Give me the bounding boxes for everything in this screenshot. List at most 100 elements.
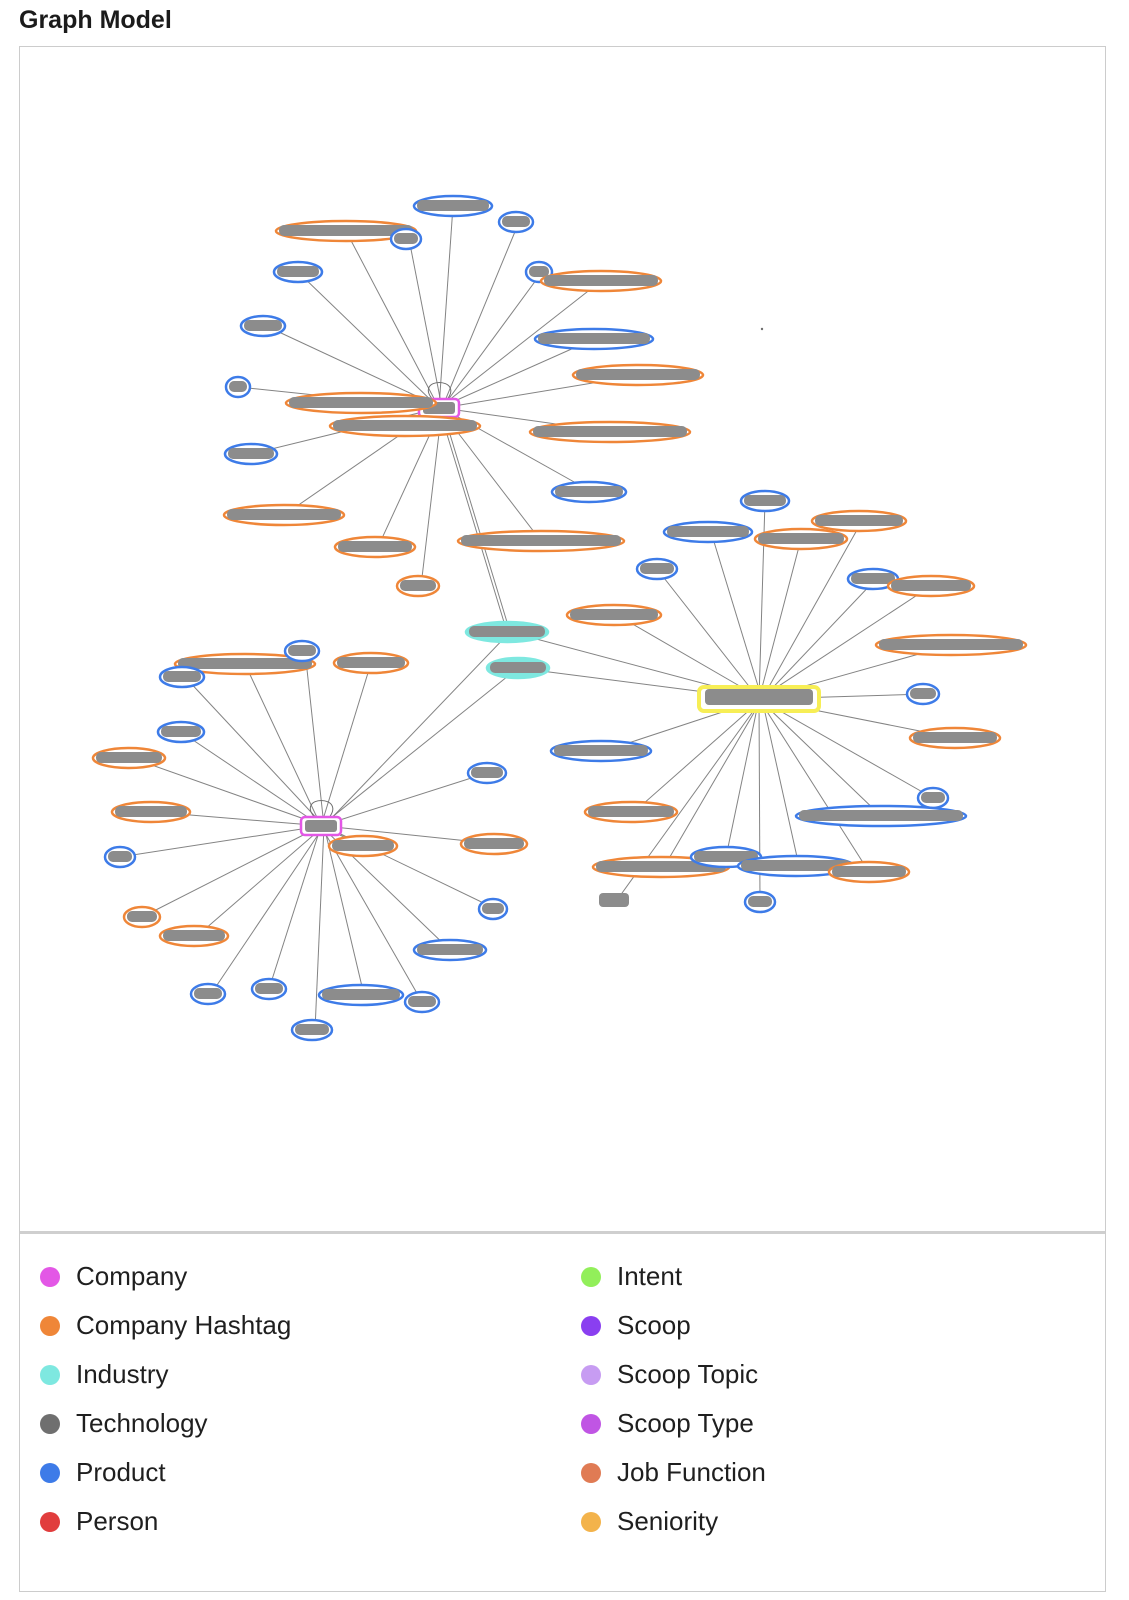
graph-node-product[interactable] bbox=[466, 761, 508, 785]
graph-node-highlight[interactable] bbox=[697, 685, 821, 713]
graph-edge bbox=[323, 631, 511, 827]
graph-node-industry[interactable] bbox=[485, 656, 551, 680]
graph-node-product[interactable] bbox=[290, 1018, 334, 1042]
legend-dot-icon bbox=[40, 1511, 60, 1532]
graph-node-hashtag[interactable] bbox=[332, 651, 410, 675]
legend-item-scoop[interactable]: Scoop bbox=[581, 1301, 766, 1350]
graph-edge bbox=[304, 650, 325, 827]
graph-node-hashtag[interactable] bbox=[810, 509, 908, 533]
graph-node-hashtag[interactable] bbox=[327, 834, 399, 858]
graph-node-hashtag[interactable] bbox=[222, 503, 346, 527]
node-label-mask bbox=[108, 851, 132, 862]
legend-item-technology[interactable]: Technology bbox=[40, 1399, 291, 1448]
node-label-mask bbox=[288, 645, 316, 656]
graph-node-hashtag[interactable] bbox=[459, 832, 529, 856]
graph-node-product[interactable] bbox=[158, 665, 206, 689]
graph-edge bbox=[758, 585, 932, 700]
graph-node-industry[interactable] bbox=[464, 620, 550, 644]
node-label-mask bbox=[913, 732, 997, 743]
graph-node-product[interactable] bbox=[549, 739, 653, 763]
graph-node-hashtag[interactable] bbox=[395, 574, 441, 598]
graph-node-product[interactable] bbox=[250, 977, 288, 1001]
graph-node-hashtag[interactable] bbox=[91, 746, 167, 770]
graph-node-hashtag[interactable] bbox=[874, 633, 1028, 657]
graph-node-product[interactable] bbox=[224, 375, 252, 399]
graph-node-company[interactable] bbox=[299, 815, 343, 837]
legend-item-intent[interactable]: Intent bbox=[581, 1252, 766, 1301]
graph-node-hashtag[interactable] bbox=[908, 726, 1002, 750]
graph-node-product[interactable] bbox=[743, 890, 777, 914]
graph-node-hashtag[interactable] bbox=[456, 529, 626, 553]
graph-node-product[interactable] bbox=[533, 327, 655, 351]
graph-node-hashtag[interactable] bbox=[886, 574, 976, 598]
graph-self-loop bbox=[427, 382, 452, 403]
legend-item-person[interactable]: Person bbox=[40, 1497, 291, 1546]
legend-item-seniority[interactable]: Seniority bbox=[581, 1497, 766, 1546]
node-label-mask bbox=[544, 275, 658, 286]
legend-label: Person bbox=[76, 1506, 159, 1536]
node-label-mask bbox=[277, 266, 319, 277]
legend-item-company[interactable]: Company bbox=[40, 1252, 291, 1301]
graph-node-product[interactable] bbox=[156, 720, 206, 744]
node-label-mask bbox=[490, 662, 546, 673]
graph-node-product[interactable] bbox=[635, 557, 679, 581]
graph-node-product[interactable] bbox=[794, 804, 968, 828]
graph-node-product[interactable] bbox=[223, 442, 279, 466]
graph-node-product[interactable] bbox=[905, 682, 941, 706]
graph-edge bbox=[184, 676, 325, 827]
legend-item-scoop-topic[interactable]: Scoop Topic bbox=[581, 1350, 766, 1399]
legend-item-industry[interactable]: Industry bbox=[40, 1350, 291, 1399]
graph-node-product[interactable] bbox=[739, 489, 791, 513]
legend-item-scoop-type[interactable]: Scoop Type bbox=[581, 1399, 766, 1448]
graph-node-hashtag[interactable] bbox=[158, 924, 230, 948]
legend-dot-icon bbox=[40, 1413, 60, 1434]
graph-canvas[interactable] bbox=[20, 47, 1104, 1232]
graph-node-product[interactable] bbox=[662, 520, 754, 544]
graph-node-product[interactable] bbox=[239, 314, 287, 338]
graph-node-product[interactable] bbox=[317, 983, 405, 1007]
graph-edge bbox=[758, 698, 934, 799]
legend-item-job-function[interactable]: Job Function bbox=[581, 1448, 766, 1497]
graph-node-hashtag[interactable] bbox=[110, 800, 192, 824]
node-label-mask bbox=[417, 200, 489, 211]
node-label-mask bbox=[799, 810, 963, 821]
node-label-mask bbox=[694, 851, 758, 862]
graph-node-hashtag[interactable] bbox=[827, 860, 911, 884]
node-label-mask bbox=[408, 996, 436, 1007]
graph-node-hashtag[interactable] bbox=[333, 535, 417, 559]
graph-node-product[interactable] bbox=[103, 845, 137, 869]
graph-node-hashtag[interactable] bbox=[528, 420, 692, 444]
graph-node-product[interactable] bbox=[389, 227, 423, 251]
graph-node-product[interactable] bbox=[524, 260, 554, 284]
graph-node-hashtag[interactable] bbox=[539, 269, 663, 293]
graph-node-product[interactable] bbox=[189, 982, 227, 1006]
graph-edge bbox=[244, 663, 322, 827]
graph-node-product[interactable] bbox=[477, 897, 509, 921]
graph-node-hashtag[interactable] bbox=[565, 603, 663, 627]
graph-node-product[interactable] bbox=[412, 194, 494, 218]
legend-item-company-hashtag[interactable]: Company Hashtag bbox=[40, 1301, 291, 1350]
graph-node-hashtag[interactable] bbox=[173, 652, 317, 676]
graph-node-technology[interactable] bbox=[599, 893, 629, 907]
legend-label: Product bbox=[76, 1457, 166, 1487]
graph-node-product[interactable] bbox=[412, 938, 488, 962]
graph-node-product[interactable] bbox=[403, 990, 441, 1014]
graph-node-hashtag[interactable] bbox=[571, 363, 705, 387]
legend-item-product[interactable]: Product bbox=[40, 1448, 291, 1497]
graph-edge bbox=[320, 667, 519, 827]
legend-label: Seniority bbox=[617, 1506, 719, 1536]
graph-node-hashtag[interactable] bbox=[583, 800, 679, 824]
graph-node-hashtag[interactable] bbox=[284, 391, 438, 415]
graph-node-product[interactable] bbox=[497, 210, 535, 234]
graph-node-hashtag[interactable] bbox=[753, 527, 849, 551]
graph-node-hashtag[interactable] bbox=[122, 905, 162, 929]
legend-label: Job Function bbox=[617, 1457, 766, 1487]
graph-node-product[interactable] bbox=[283, 639, 321, 663]
graph-node-product[interactable] bbox=[272, 260, 324, 284]
graph-node-product[interactable] bbox=[916, 786, 950, 810]
graph-node-hashtag[interactable] bbox=[328, 414, 482, 438]
graph-node-product[interactable] bbox=[550, 480, 628, 504]
graph-node-product[interactable] bbox=[736, 854, 856, 878]
graph-edge bbox=[196, 825, 325, 937]
